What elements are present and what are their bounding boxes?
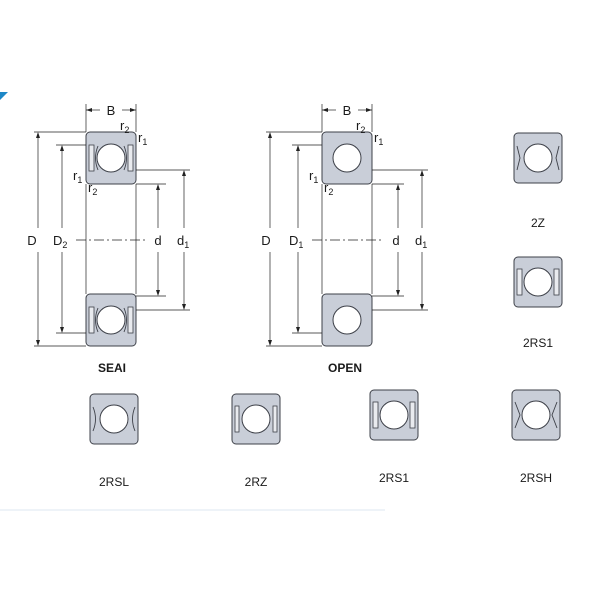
variant-2rz-seal-left — [234, 405, 240, 433]
seal-top-cage — [95, 145, 127, 171]
open-r1-side-label: r1 — [309, 168, 318, 185]
variant-2z-shields — [516, 145, 560, 171]
seal-r2-top-label: r2 — [120, 118, 129, 135]
seal-d2-arrow-top — [60, 145, 64, 151]
variant-2rs1-bottom: 2RS1 — [369, 389, 419, 485]
seal-width-label: B — [107, 103, 116, 118]
variant-2rz-seal-right — [272, 405, 278, 433]
seal-b-arrow-right — [130, 108, 136, 112]
seal-d-arrow-top — [36, 132, 40, 138]
open-d-arrow-top — [268, 132, 272, 138]
variant-2rsl: 2RSL — [89, 393, 139, 489]
variant-2rsh-ball — [521, 400, 551, 430]
seal-bore-arrow-bottom — [156, 290, 160, 296]
open-caption: OPEN — [328, 361, 362, 375]
open-bottom-ball — [332, 305, 362, 335]
open-bottom-section — [321, 293, 373, 347]
open-outer-diameter-label: D — [261, 233, 270, 248]
open-width-label: B — [343, 103, 352, 118]
open-r1-top-label: r1 — [374, 130, 383, 147]
variant-2rz: 2RZ — [231, 393, 281, 489]
variant-2rsh-seals — [514, 401, 558, 429]
open-bearing-view: B r2 r1 r1 r2 D D1 d d1 — [261, 103, 428, 375]
open-r2-side-label: r2 — [324, 180, 333, 197]
open-r2-top-label: r2 — [356, 118, 365, 135]
variant-2rs1-bottom-caption: 2RS1 — [379, 471, 409, 485]
variant-2rsl-caption: 2RSL — [99, 475, 129, 489]
seal-b-arrow-left — [86, 108, 92, 112]
seal-bore-label: d — [154, 233, 161, 248]
seal-shoulder-diameter-label: D2 — [53, 233, 67, 250]
seal-bottom-ball — [96, 305, 126, 335]
seal-top-section — [85, 131, 137, 185]
variant-2rs1-right-seal-left — [516, 268, 523, 296]
seal-bore-arrow-top — [156, 184, 160, 190]
seal-caption: SEAI — [98, 361, 126, 375]
accent-corner-mark — [0, 92, 8, 100]
variant-2rs1-right-caption: 2RS1 — [523, 336, 553, 350]
seal-top-shield-left — [88, 144, 95, 172]
variant-2rsl-seals — [92, 406, 136, 432]
variant-2z-ball — [523, 143, 553, 173]
open-b-arrow-right — [366, 108, 372, 112]
open-bore-label: d — [392, 233, 399, 248]
variant-2rsh: 2RSH — [511, 389, 561, 485]
variant-2rsh-caption: 2RSH — [520, 471, 552, 485]
open-top-section — [321, 131, 373, 185]
variant-2rsl-ball — [99, 404, 129, 434]
open-d1-arrow-bottom — [420, 304, 424, 310]
seal-d1-arrow-bottom — [182, 304, 186, 310]
open-d1cap-arrow-bottom — [296, 327, 300, 333]
open-inner-shoulder-label: d1 — [415, 233, 427, 250]
open-bore-arrow-top — [396, 184, 400, 190]
seal-bottom-shield-left — [88, 306, 95, 334]
variant-2rs1-bottom-ball — [379, 400, 409, 430]
seal-outer-diameter-label: D — [27, 233, 36, 248]
seal-r1-side-label: r1 — [73, 168, 82, 185]
variant-2z: 2Z — [513, 132, 563, 230]
open-d1-arrow-top — [420, 170, 424, 176]
variant-2z-caption: 2Z — [531, 216, 545, 230]
variant-2rs1-right: 2RS1 — [513, 256, 563, 350]
seal-r2-side-label: r2 — [88, 180, 97, 197]
seal-bottom-cage — [95, 307, 127, 333]
seal-bottom-shield-right — [127, 306, 134, 334]
seal-d-arrow-bottom — [36, 340, 40, 346]
seal-bottom-section — [85, 293, 137, 347]
variant-2rs1-right-seal-right — [553, 268, 560, 296]
open-b-arrow-left — [322, 108, 328, 112]
open-d-arrow-bottom — [268, 340, 272, 346]
seal-top-shield-right — [127, 144, 134, 172]
variant-2rz-ball — [241, 404, 271, 434]
open-d1cap-arrow-top — [296, 145, 300, 151]
open-top-ball — [332, 143, 362, 173]
open-bore-arrow-bottom — [396, 290, 400, 296]
seal-bearing-view: B r2 r1 r1 r2 D D2 d — [27, 103, 190, 375]
seal-d1-arrow-top — [182, 170, 186, 176]
variant-2rs1-right-ball — [523, 267, 553, 297]
seal-inner-shoulder-label: d1 — [177, 233, 189, 250]
variant-2rs1-bottom-seal-left — [372, 401, 379, 429]
variant-2rs1-bottom-seal-right — [409, 401, 416, 429]
seal-d2-arrow-bottom — [60, 327, 64, 333]
open-shoulder-diameter-label: D1 — [289, 233, 303, 250]
seal-top-ball — [96, 143, 126, 173]
variant-2rz-caption: 2RZ — [245, 475, 268, 489]
seal-r1-top-label: r1 — [138, 130, 147, 147]
